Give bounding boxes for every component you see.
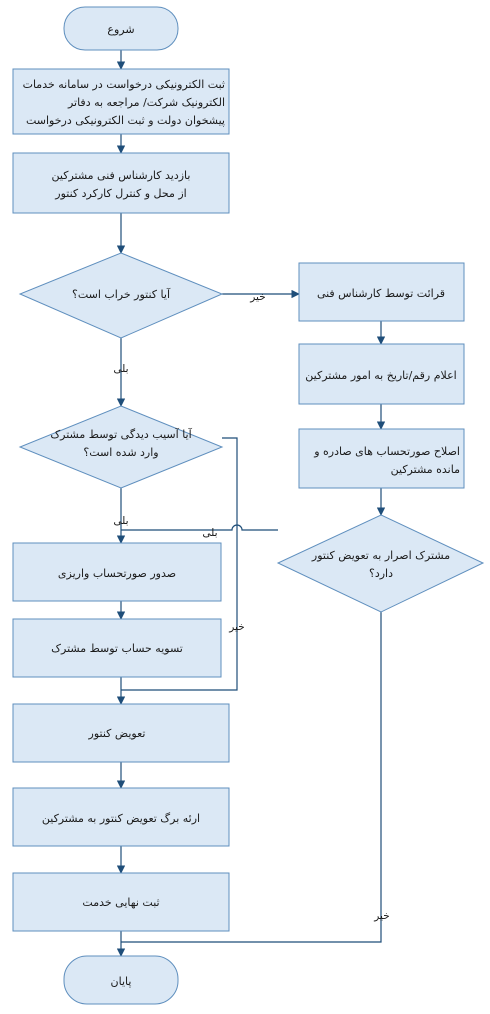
edge-labels: خیر بلی بلی خیر بلی خیر: [113, 291, 389, 922]
register-box: [12, 68, 230, 135]
replace-label: تعویض کنتور: [88, 727, 146, 740]
edge-damage-no: [121, 437, 238, 691]
label-no-insist: خیر: [373, 910, 389, 922]
visit-label-line1: بازدید کارشناس فنی مشترکین: [52, 169, 191, 182]
register-label-line1: ثبت الکترونیکی درخواست در سامانه خدمات: [23, 78, 225, 91]
read-box: [298, 262, 465, 322]
q-insist-label-line2: دارد؟: [369, 567, 393, 580]
label-yes-insist: بلی: [202, 527, 217, 539]
edge-insist-no: [121, 612, 382, 943]
label-no-damage: خیر: [228, 621, 244, 633]
visit-box: [12, 152, 230, 214]
bill-box: [12, 542, 222, 602]
visit-label-line2: از محل و کنترل کارکرد کنتور: [54, 187, 186, 200]
final-box: [12, 872, 230, 932]
node-correct: اصلاح صورتحساب های صادره و مانده مشترکین: [298, 428, 465, 489]
pay-label: تسویه حساب توسط مشترک: [51, 642, 183, 655]
replace-box: [12, 703, 230, 763]
node-bill: صدور صورتحساب واریزی: [12, 542, 222, 602]
connectors: [116, 50, 386, 957]
node-q-insist: مشترک اصرار به تعویض کنتور دارد؟: [276, 514, 485, 613]
give-form-label: ارئه برگ تعویض کنتور به مشترکین: [42, 812, 200, 825]
correct-box: [298, 428, 465, 489]
label-yes-damage: بلی: [113, 515, 128, 527]
give-form-box: [12, 787, 230, 847]
q-damage-label-line2: وارد شده است؟: [83, 446, 158, 459]
node-start: شروع: [63, 6, 179, 51]
start-terminal: [63, 6, 179, 51]
q-insist-diamond: [276, 514, 485, 613]
bill-label: صدور صورتحساب واریزی: [58, 567, 176, 580]
correct-label-line1: اصلاح صورتحساب های صادره و: [313, 445, 460, 458]
node-pay: تسویه حساب توسط مشترک: [12, 618, 222, 678]
q-broken-diamond: [18, 252, 224, 339]
node-final: ثبت نهایی خدمت: [12, 872, 230, 932]
node-q-broken: آیا کنتور خراب است؟: [18, 252, 224, 339]
q-damage-diamond: [18, 405, 224, 489]
node-visit: بازدید کارشناس فنی مشترکین از محل و کنتر…: [12, 152, 230, 214]
node-q-damage: آیا آسیب دیدگی توسط مشترک وارد شده است؟: [18, 405, 224, 489]
end-terminal: [63, 955, 179, 1005]
q-damage-label-line1: آیا آسیب دیدگی توسط مشترک: [50, 427, 192, 441]
end-label: پایان: [111, 975, 132, 988]
edge-insist-yes: [121, 524, 278, 531]
node-read: قرائت توسط کارشناس فنی: [298, 262, 465, 322]
node-give-form: ارئه برگ تعویض کنتور به مشترکین: [12, 787, 230, 847]
label-no-broken: خیر: [249, 291, 265, 303]
node-announce: اعلام رقم/تاریخ به امور مشترکین: [298, 343, 465, 405]
node-replace: تعویض کنتور: [12, 703, 230, 763]
final-label: ثبت نهایی خدمت: [82, 896, 159, 909]
q-broken-label: آیا کنتور خراب است؟: [72, 287, 171, 301]
register-label-line3: پیشخوان دولت و ثبت الکترونیکی درخواست: [26, 114, 225, 127]
node-register: ثبت الکترونیکی درخواست در سامانه خدمات ا…: [12, 68, 230, 135]
pay-box: [12, 618, 222, 678]
announce-label: اعلام رقم/تاریخ به امور مشترکین: [305, 369, 456, 382]
q-insist-label-line1: مشترک اصرار به تعویض کنتور: [311, 549, 450, 562]
node-end: پایان: [63, 955, 179, 1005]
label-yes-broken: بلی: [113, 363, 128, 375]
register-label-line2: الکترونیک شرکت/ مراجعه به دفاتر: [67, 96, 225, 109]
correct-label-line2: مانده مشترکین: [391, 463, 460, 476]
start-label: شروع: [107, 23, 134, 36]
read-label: قرائت توسط کارشناس فنی: [317, 287, 445, 300]
announce-box: [298, 343, 465, 405]
